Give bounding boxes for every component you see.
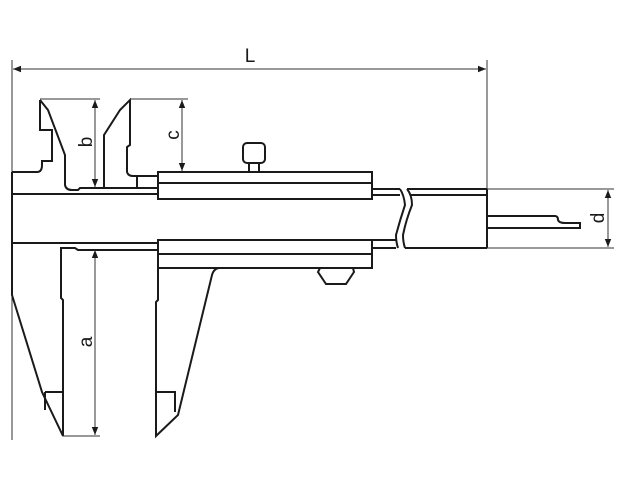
label-d: d — [588, 213, 609, 224]
beam-extension — [372, 188, 581, 249]
fixed-lower-jaw — [11, 245, 158, 437]
label-c: c — [163, 130, 184, 140]
depth-rod — [487, 215, 581, 229]
dimension-a: a — [63, 250, 100, 437]
fixed-upper-jaw-outer — [12, 100, 53, 173]
dimension-b: b — [40, 98, 100, 187]
break-mark-left — [394, 188, 407, 249]
main-beam — [11, 99, 158, 245]
lock-screw — [242, 142, 266, 173]
movable-upper-jaw — [103, 97, 158, 188]
label-a: a — [76, 336, 97, 347]
dimension-c: c — [130, 98, 188, 171]
label-L: L — [245, 46, 256, 67]
label-b: b — [76, 137, 97, 148]
fixed-upper-jaw-inner — [39, 99, 158, 191]
slider — [157, 142, 373, 285]
thumb-roller — [316, 267, 356, 285]
dimension-d: d — [487, 188, 614, 249]
lower-jaws — [11, 240, 372, 439]
movable-lower-jaw — [155, 240, 372, 439]
